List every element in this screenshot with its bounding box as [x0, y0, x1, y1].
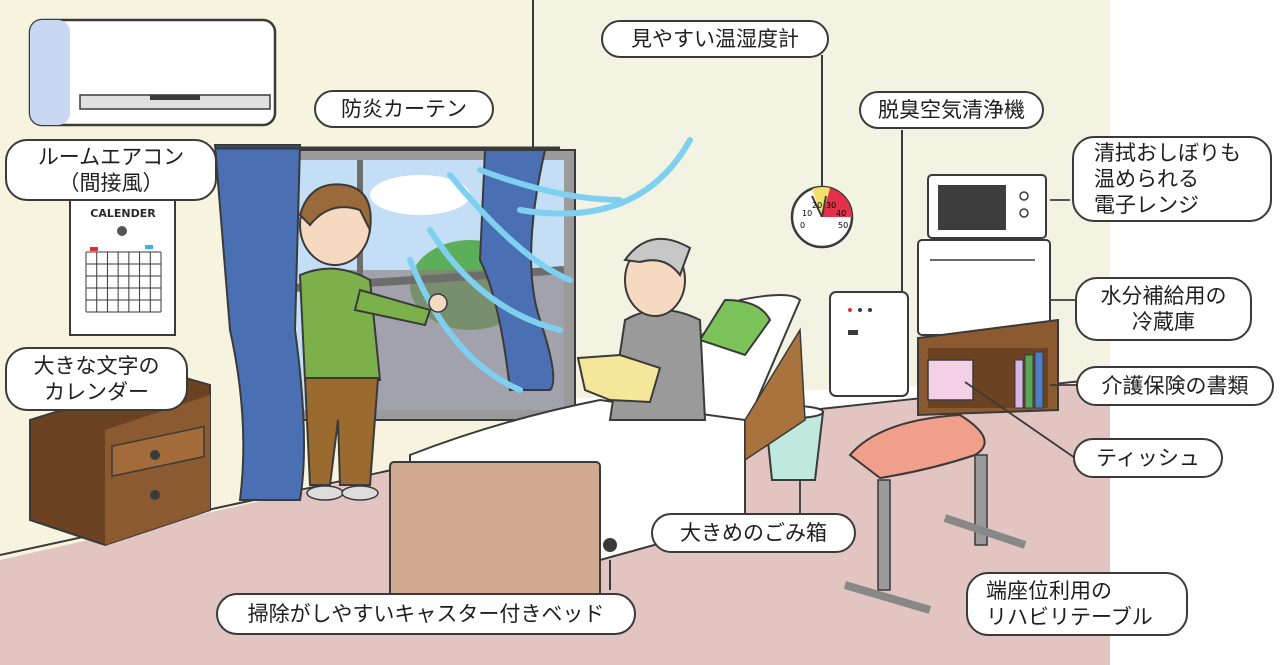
gauge-num: 0 [800, 221, 805, 230]
calendar-word: CALENDER [90, 207, 156, 220]
label-hygrometer: 見やすい温湿度計 [601, 20, 829, 58]
fridge [917, 239, 1051, 336]
label-bed: 掃除がしやすいキャスター付きベッド [216, 593, 636, 635]
patient-figure [576, 237, 707, 421]
label-table-line2: リハビリテーブル [986, 605, 1153, 629]
calendar-grid [85, 251, 162, 313]
label-fridge: 水分補給用の 冷蔵庫 [1075, 277, 1252, 341]
leader-lines [799, 199, 1078, 515]
curtain-right [478, 149, 555, 391]
label-air-purifier: 脱臭空気清浄機 [859, 91, 1044, 129]
label-tissue: ティッシュ [1073, 438, 1223, 478]
label-table-line1: 端座位利用の [986, 579, 1112, 603]
label-bed-text: 掃除がしやすいキャスター付きベッド [247, 602, 605, 626]
label-trash: 大きめのごみ箱 [651, 513, 856, 553]
caregiver-figure [298, 183, 448, 501]
label-calendar-line2: カレンダー [44, 380, 149, 404]
label-air-conditioner-line1: ルームエアコン [37, 145, 185, 169]
curtain-left [213, 144, 305, 501]
hygrometer: 20 30 10 40 0 50 [790, 55, 854, 249]
label-hygrometer-text: 見やすい温湿度計 [631, 27, 799, 51]
label-microwave-line2: 温められる [1094, 167, 1199, 191]
label-documents: 介護保険の書類 [1076, 366, 1274, 406]
label-curtain: 防炎カーテン [314, 90, 494, 128]
gauge-num: 50 [838, 221, 848, 230]
air-purifier [829, 130, 909, 397]
label-fridge-line2: 冷蔵庫 [1132, 310, 1195, 334]
label-microwave-line1: 清拭おしぼりも [1094, 141, 1241, 165]
label-microwave-line3: 電子レンジ [1094, 193, 1199, 217]
air-conditioner [28, 18, 277, 127]
dresser [29, 373, 211, 547]
label-trash-text: 大きめのごみ箱 [680, 521, 827, 545]
rehab-table [843, 413, 1027, 614]
label-calendar-line1: 大きな文字の [33, 354, 160, 378]
microwave [927, 174, 1047, 239]
label-air-purifier-text: 脱臭空気清浄機 [878, 98, 1025, 122]
label-documents-text: 介護保険の書類 [1101, 374, 1249, 398]
tissue-box [927, 359, 974, 401]
label-curtain-text: 防炎カーテン [341, 97, 467, 121]
label-tissue-text: ティッシュ [1096, 446, 1200, 470]
label-fridge-line1: 水分補給用の [1100, 284, 1227, 308]
gauge-num: 30 [826, 201, 836, 210]
label-air-conditioner-line2: （間接風） [58, 171, 164, 195]
bookshelf [917, 318, 1059, 417]
label-microwave: 清拭おしぼりも 温められる 電子レンジ [1072, 136, 1272, 222]
label-air-conditioner: ルームエアコン （間接風） [5, 139, 217, 201]
label-table: 端座位利用の リハビリテーブル [966, 572, 1188, 636]
label-calendar: 大きな文字の カレンダー [5, 347, 188, 411]
airflow-lines [407, 137, 693, 393]
gauge-num: 20 [812, 201, 822, 210]
gauge-num: 40 [836, 209, 846, 218]
gauge-num: 10 [802, 209, 812, 218]
